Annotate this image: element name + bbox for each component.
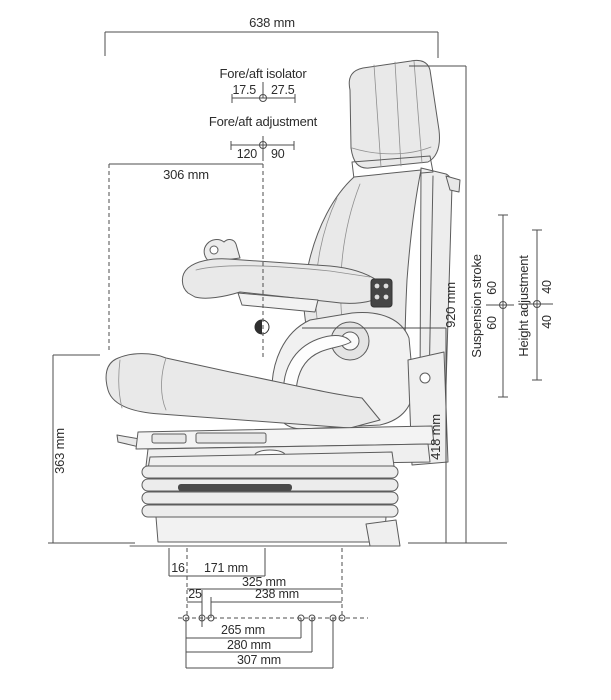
seat-cushion — [105, 353, 381, 429]
seat-illustration — [105, 59, 461, 547]
adjustment-left-value: 120 — [237, 147, 258, 161]
mount-280-value: 280 mm — [227, 638, 271, 652]
dim-base-to-cushion: 418 mm — [302, 327, 447, 543]
mount-25-value: 25 — [188, 587, 202, 601]
mount-307-value: 307 mm — [237, 653, 281, 667]
dim-fore-aft-isolator: Fore/aft isolator 17.5 27.5 — [220, 66, 308, 103]
dim-suspension-stroke: Suspension stroke 60 60 — [469, 214, 514, 398]
adjustment-right-value: 90 — [271, 147, 285, 161]
headrest — [348, 59, 440, 169]
overall-height-value: 920 mm — [443, 282, 458, 328]
suspension-down-value: 60 — [485, 316, 499, 330]
dim-fore-aft-adjustment: Fore/aft adjustment 120 90 — [209, 114, 318, 161]
dim-mounting: 325 mm 25 238 mm 265 mm 280 mm 307 mm — [178, 575, 368, 669]
mount-325-value: 325 mm — [242, 575, 286, 589]
isolator-left-value: 17.5 — [232, 83, 256, 97]
dim-cushion-depth: 306 mm — [108, 150, 264, 357]
recline-connector — [370, 278, 393, 308]
backrest-frame — [419, 167, 461, 393]
dim-overall-width: 638 mm — [104, 15, 439, 58]
armrest — [181, 239, 381, 313]
rail-offset-value: 16 — [171, 561, 185, 575]
base-to-cushion-value: 418 mm — [428, 414, 443, 460]
brand-logo-bar — [178, 484, 292, 491]
dim-bottom-rails: 16 171 mm — [168, 548, 343, 618]
mounting-hole-markers — [182, 614, 346, 622]
height-adj-up-value: 40 — [540, 280, 554, 294]
overall-width-value: 638 mm — [249, 15, 295, 30]
mount-238-value: 238 mm — [255, 587, 299, 601]
dim-overall-height: 920 mm — [408, 65, 507, 544]
height-adjustment-label: Height adjustment — [516, 255, 531, 357]
isolator-label: Fore/aft isolator — [220, 66, 308, 81]
adjustment-label: Fore/aft adjustment — [209, 114, 318, 129]
base — [129, 519, 401, 547]
seat-index-point-marker — [254, 319, 270, 335]
rail-length-value: 171 mm — [204, 561, 248, 575]
isolator-right-value: 27.5 — [271, 83, 295, 97]
cushion-depth-value: 306 mm — [163, 167, 209, 182]
suspension-up-value: 60 — [485, 281, 499, 295]
suspension-stroke-label: Suspension stroke — [469, 254, 484, 358]
cushion-front-height-value: 363 mm — [52, 428, 67, 474]
height-adj-down-value: 40 — [540, 315, 554, 329]
dim-cushion-front-height: 363 mm — [48, 354, 135, 544]
mount-265-value: 265 mm — [221, 623, 265, 637]
headrest-slide — [351, 155, 434, 180]
bellows — [141, 451, 399, 543]
dim-height-adjustment: Height adjustment 40 40 — [516, 229, 554, 381]
